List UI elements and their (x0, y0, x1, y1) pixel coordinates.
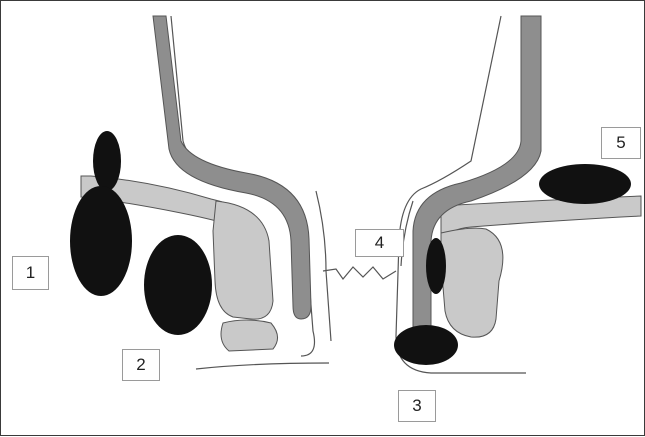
label-3: 3 (398, 390, 436, 422)
left-skin-line (196, 363, 329, 369)
left-sphincter-muscle (213, 201, 273, 319)
abscess-supralevator-5 (539, 164, 631, 204)
abscess-ischiorectal-1 (70, 186, 132, 296)
right-sphincter-muscle (441, 228, 503, 337)
left-anal-line (316, 191, 331, 341)
label-1: 1 (12, 256, 49, 290)
abscess-supralevator-upper (93, 131, 121, 191)
label-4: 4 (355, 229, 404, 257)
left-external-sphincter (221, 320, 278, 351)
abscess-intersphincteric (426, 238, 446, 294)
label-2: 2 (122, 349, 160, 381)
abscess-perianal-3 (394, 325, 458, 365)
label-5: 5 (601, 127, 641, 159)
anal-canal-zigzag (323, 267, 396, 279)
abscess-ischiorectal-2 (144, 235, 212, 335)
